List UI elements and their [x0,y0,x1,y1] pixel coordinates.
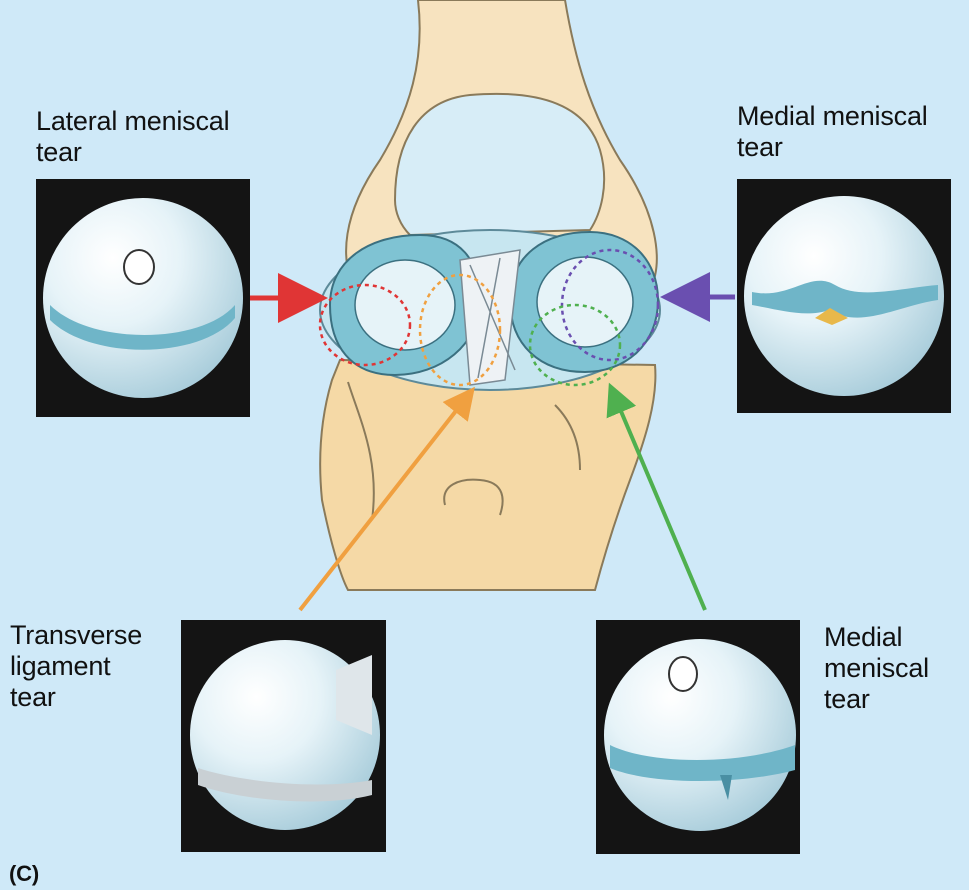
view-lateral [36,179,250,417]
tibial-plateau [320,230,660,390]
label-lateral-meniscal-tear: Lateral meniscal tear [36,106,229,168]
label-medial-meniscal-tear-bottom: Medial meniscal tear [824,622,929,715]
label-medial-meniscal-tear-top: Medial meniscal tear [737,101,928,163]
view-medial-top [737,179,951,413]
view-transverse [181,620,386,852]
label-transverse-ligament-tear: Transverse ligament tear [10,620,142,713]
tibia [320,360,655,590]
panel-letter: (C) [9,858,39,889]
view-medial-bottom [596,620,800,854]
